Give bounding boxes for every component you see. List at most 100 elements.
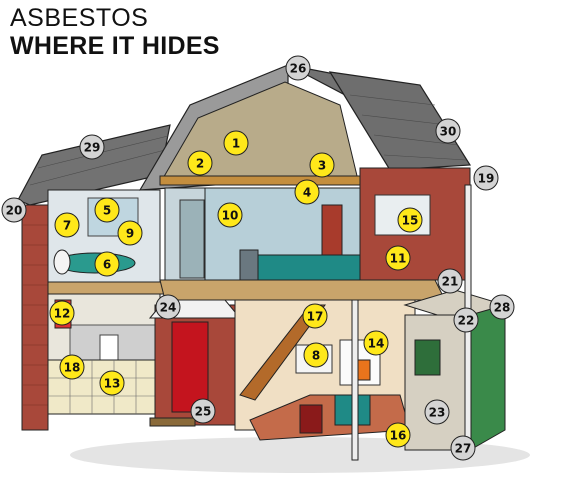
marker-17: 17 bbox=[302, 303, 328, 329]
marker-circle bbox=[99, 370, 125, 396]
marker-23: 23 bbox=[424, 399, 450, 425]
marker-21: 21 bbox=[437, 268, 463, 294]
marker-24: 24 bbox=[155, 294, 181, 320]
bed bbox=[254, 254, 376, 281]
shed-window bbox=[414, 339, 441, 376]
bed-headboard bbox=[239, 249, 259, 281]
marker-label: 3 bbox=[318, 159, 326, 173]
marker-label: 18 bbox=[64, 361, 81, 375]
marker-5: 5 bbox=[94, 197, 120, 223]
marker-label: 26 bbox=[290, 62, 307, 76]
marker-label: 13 bbox=[104, 377, 121, 391]
marker-4: 4 bbox=[294, 179, 320, 205]
attic-beam bbox=[159, 175, 361, 186]
marker-circle bbox=[217, 202, 243, 228]
marker-label: 11 bbox=[390, 252, 407, 266]
marker-circle bbox=[435, 118, 461, 144]
marker-circle bbox=[437, 268, 463, 294]
title-where-it-hides: WHERE IT HIDES bbox=[10, 32, 220, 60]
shed-wall bbox=[404, 314, 471, 451]
marker-18: 18 bbox=[59, 354, 85, 380]
marker-16: 16 bbox=[385, 422, 411, 448]
marker-circle bbox=[450, 435, 476, 461]
marker-label: 6 bbox=[103, 258, 111, 272]
marker-circle bbox=[155, 294, 181, 320]
marker-label: 14 bbox=[368, 337, 385, 351]
marker-circle bbox=[285, 55, 311, 81]
first-floor-slab-left bbox=[47, 281, 166, 295]
toilet bbox=[53, 249, 71, 275]
marker-circle bbox=[190, 398, 216, 424]
marker-13: 13 bbox=[99, 370, 125, 396]
marker-label: 12 bbox=[54, 307, 71, 321]
marker-circle bbox=[363, 330, 389, 356]
marker-3: 3 bbox=[309, 152, 335, 178]
marker-label: 7 bbox=[63, 219, 71, 233]
marker-circle bbox=[223, 130, 249, 156]
marker-circle bbox=[397, 207, 423, 233]
marker-circle bbox=[79, 134, 105, 160]
marker-circle bbox=[94, 251, 120, 277]
marker-2: 2 bbox=[187, 150, 213, 176]
marker-circle bbox=[453, 307, 479, 333]
first-floor-slab-main bbox=[159, 279, 446, 301]
marker-circle bbox=[187, 150, 213, 176]
marker-26: 26 bbox=[285, 55, 311, 81]
marker-9: 9 bbox=[117, 220, 143, 246]
marker-28: 28 bbox=[489, 294, 515, 320]
marker-29: 29 bbox=[79, 134, 105, 160]
marker-label: 20 bbox=[6, 204, 23, 218]
marker-label: 17 bbox=[307, 310, 324, 324]
marker-30: 30 bbox=[435, 118, 461, 144]
marker-label: 8 bbox=[312, 349, 320, 363]
marker-label: 27 bbox=[455, 442, 472, 456]
marker-27: 27 bbox=[450, 435, 476, 461]
marker-20: 20 bbox=[1, 197, 27, 223]
marker-circle bbox=[1, 197, 27, 223]
marker-11: 11 bbox=[385, 245, 411, 271]
marker-label: 15 bbox=[402, 214, 419, 228]
marker-circle bbox=[385, 245, 411, 271]
marker-label: 1 bbox=[232, 137, 240, 151]
marker-label: 30 bbox=[440, 125, 457, 139]
marker-19: 19 bbox=[473, 165, 499, 191]
marker-circle bbox=[489, 294, 515, 320]
marker-label: 10 bbox=[222, 209, 239, 223]
marker-circle bbox=[49, 300, 75, 326]
marker-label: 22 bbox=[458, 314, 475, 328]
marker-25: 25 bbox=[190, 398, 216, 424]
marker-label: 2 bbox=[196, 157, 204, 171]
marker-circle bbox=[294, 179, 320, 205]
marker-7: 7 bbox=[54, 212, 80, 238]
marker-circle bbox=[473, 165, 499, 191]
marker-22: 22 bbox=[453, 307, 479, 333]
marker-label: 25 bbox=[195, 405, 212, 419]
left-wing-brick-wall bbox=[21, 204, 49, 431]
marker-circle bbox=[309, 152, 335, 178]
marker-label: 29 bbox=[84, 141, 101, 155]
marker-circle bbox=[303, 342, 329, 368]
marker-label: 28 bbox=[494, 301, 511, 315]
marker-circle bbox=[117, 220, 143, 246]
marker-label: 16 bbox=[390, 429, 407, 443]
marker-1: 1 bbox=[223, 130, 249, 156]
staircase bbox=[239, 304, 326, 401]
marker-12: 12 bbox=[49, 300, 75, 326]
marker-circle bbox=[385, 422, 411, 448]
marker-15: 15 bbox=[397, 207, 423, 233]
marker-label: 24 bbox=[160, 301, 177, 315]
bedroom-door bbox=[179, 199, 205, 279]
marker-6: 6 bbox=[94, 251, 120, 277]
brick-pattern bbox=[22, 224, 48, 406]
marker-label: 19 bbox=[478, 172, 495, 186]
marker-circle bbox=[424, 399, 450, 425]
drainpipe bbox=[351, 299, 359, 461]
marker-circle bbox=[54, 212, 80, 238]
right-roof-tile-lines bbox=[349, 94, 467, 161]
marker-label: 5 bbox=[103, 204, 111, 218]
marker-label: 4 bbox=[303, 186, 311, 200]
marker-14: 14 bbox=[363, 330, 389, 356]
marker-label: 21 bbox=[442, 275, 459, 289]
